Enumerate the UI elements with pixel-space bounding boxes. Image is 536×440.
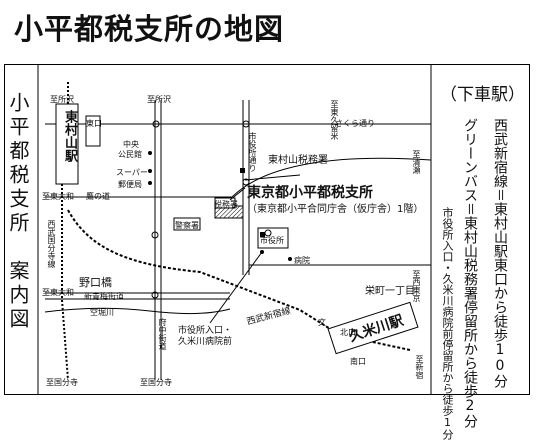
office-name: 東京都小平都税支所 [247,185,373,201]
station-higashimurayama-box [55,103,79,185]
road-shinseigaido-label: 新青梅街道 [84,292,124,301]
bus-stop-label: 市役所入口・ 久米川病院前 [178,326,232,348]
dest-shinjuku: 至新宿 [415,355,424,379]
office-sub: （東京都小平合同庁舎（仮庁舎）1階） [247,204,424,215]
poi-chuo-label-1: 中央 [123,140,139,149]
tax-office-label: 東村山税務署 [268,155,328,166]
legend-bus2: 市役所入口・久米川病院前停留所から徒歩1分 [441,207,454,440]
city-hall-label: 市役所 [260,236,284,245]
river-label: 空堀川 [90,308,114,317]
dest-kokubunji-2: 至国分寺 [140,378,172,387]
school-label: 文 [318,318,326,327]
poi-post-label: 郵便局 [118,180,142,189]
map-frame [4,64,530,395]
station-kume-box [327,301,419,355]
legend-seibu: 西武新宿線＝東村山駅東口から徒歩10分 [492,118,508,388]
legend-bus: グリーンバス＝東村山税務署停留所から徒歩2分 [462,118,478,428]
dest-higashiyamato-1: 至東大和 [42,192,74,201]
bus-stop-label-line2: 久米川病院前 [178,337,233,347]
dest-higashiyamato-2: 至東大和 [42,288,74,297]
poi-hospital [288,257,292,261]
bus-stop-1 [240,168,245,173]
dest-kiyose: 至清瀬 [412,150,421,174]
tax-office-box [214,197,236,209]
signal-1 [152,120,160,128]
signal-2 [242,120,250,128]
road-takanomichi-label: 鷹の道 [86,192,110,201]
station-higashimurayama: 東村山駅 [62,110,77,162]
sakaecho-label: 栄町一丁目 [365,286,415,297]
signal-5 [242,178,250,186]
office-leader [229,187,246,201]
dest-tokorozawa-1: 至所沢 [50,95,74,104]
stop-leader [209,251,263,324]
line-kokubunji: 西武国分寺線 [47,220,56,268]
poi-super-label: スーパー [116,168,148,177]
road-to-kiyose [231,157,432,198]
road-fuchu-label: 府中街道 [158,318,167,350]
map-canvas [37,65,432,394]
station-east-exit-box [85,115,101,147]
police-box [173,217,201,231]
signal-4 [151,291,159,299]
tax-office-short: 税務署 [214,200,238,209]
noguchibashi-label: 野口橋 [79,276,112,289]
east-exit-label: 東口 [86,119,102,128]
hospital-label: 病院 [294,256,310,265]
side-title: 小平都税支所 案内図 [6,92,30,332]
page-title: 小平都税支所の地図 [14,12,285,46]
road-sakura-label: さくら通り [335,119,375,128]
road-branch [244,174,301,181]
dest-tokorozawa-2: 至所沢 [147,95,171,104]
bus-stop-2 [260,232,265,237]
dest-higashikurume: 至東久留米 [330,100,339,140]
dest-nishitokyo: 至西東京 [412,270,421,302]
poi-chuo-label-2: 公民館 [118,150,142,159]
legend-heading: （下車駅） [440,85,525,105]
south-exit-label: 南口 [350,357,366,366]
poi-post [148,181,152,185]
river-sorabori [44,307,231,315]
poi-chuo [148,151,152,155]
police-label: 警察署 [175,221,199,230]
marker-city [264,229,272,237]
rail-seibu-shinjuku [67,209,411,351]
north-exit-label: 北口 [340,328,356,337]
signal-3 [151,231,159,239]
poi-super [148,169,152,173]
dest-kokubunji-1: 至国分寺 [46,378,78,387]
road-shiyakusho: 市役所通り [248,132,257,172]
bus-stop-label-line1: 市役所入口・ [178,326,233,336]
